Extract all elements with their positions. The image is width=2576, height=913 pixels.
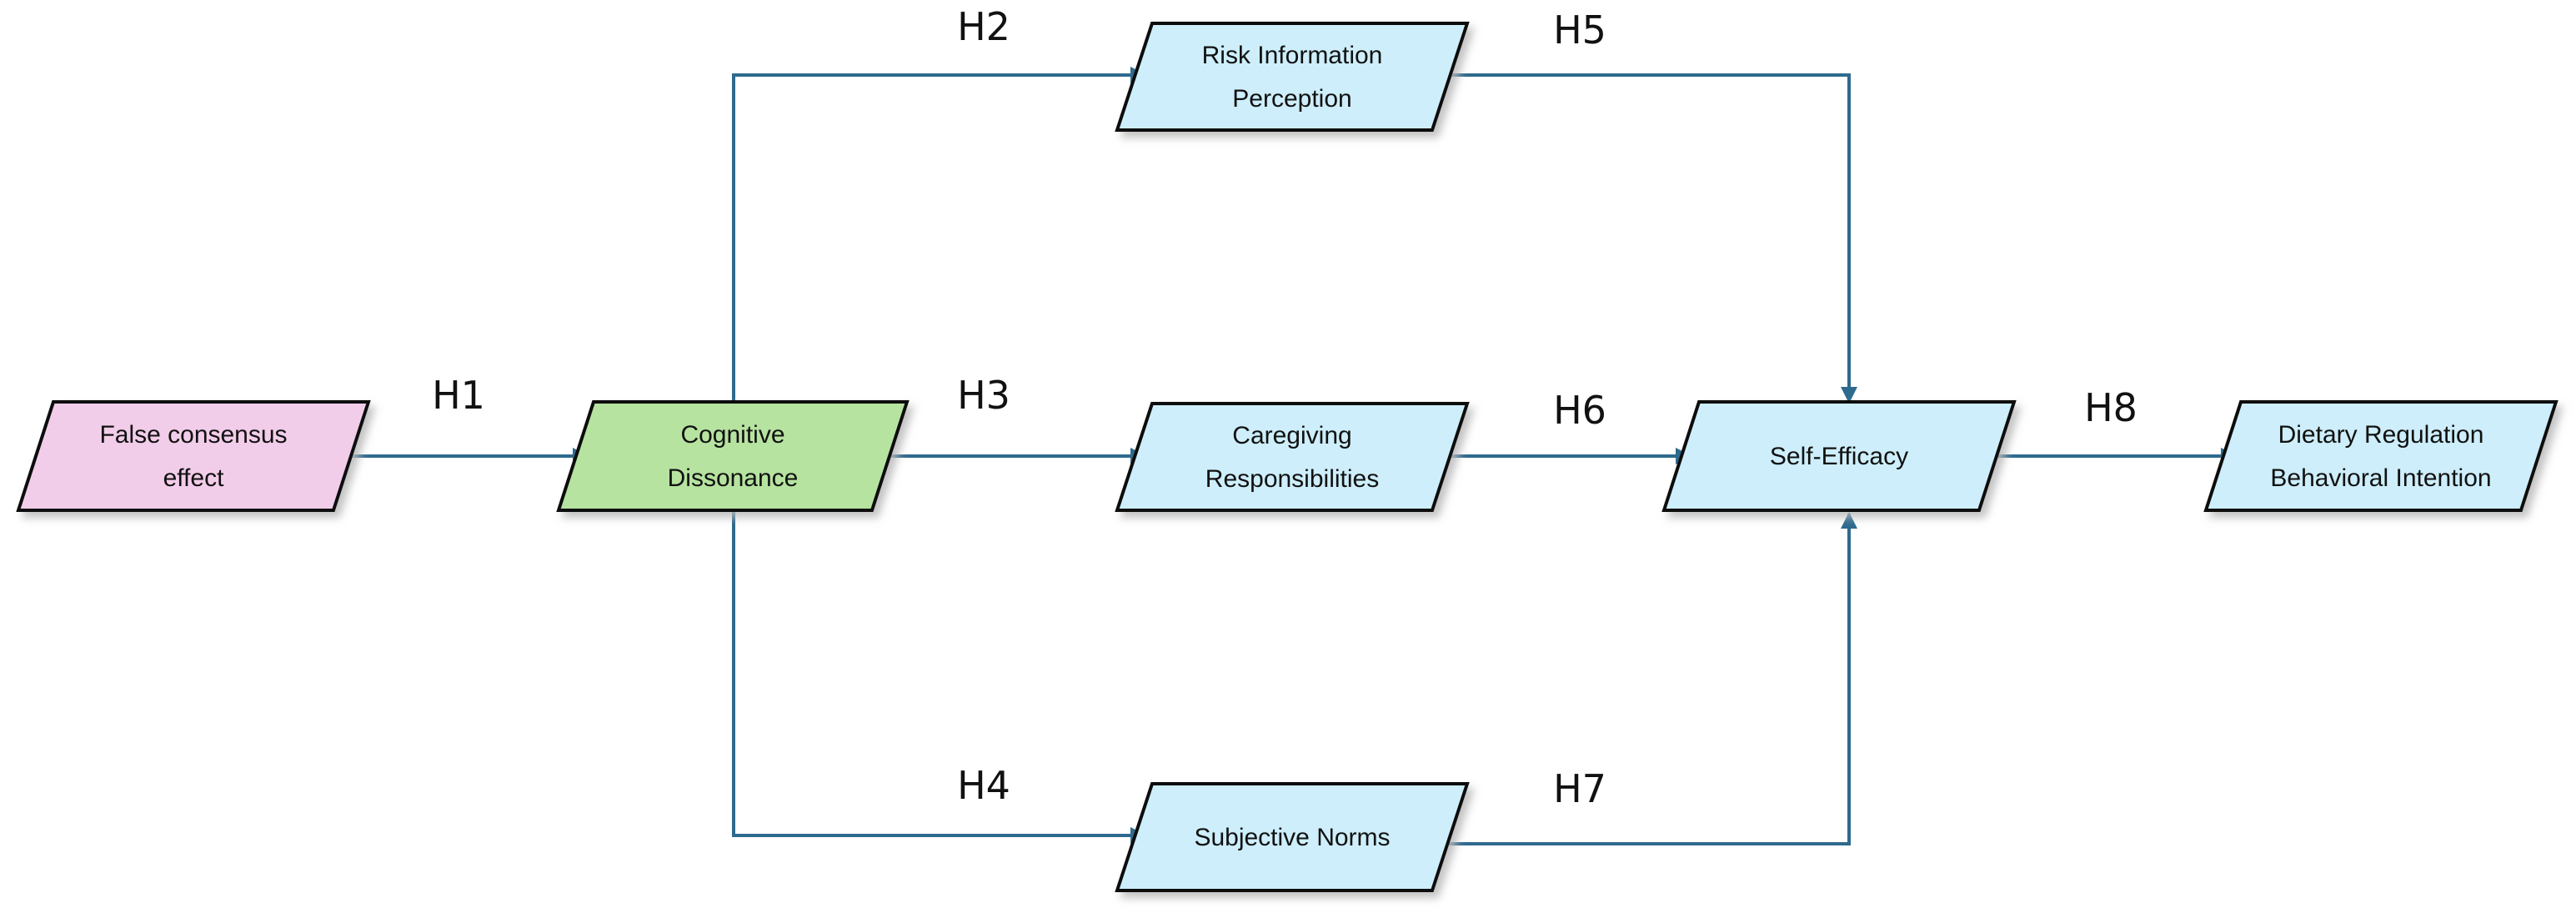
hypothesis-label-h1: H1	[432, 373, 485, 418]
node-subjective-norms: Subjective Norms	[1115, 782, 1470, 892]
node-label-line: Perception	[1232, 85, 1351, 113]
edge-h5-arrow	[1437, 73, 1857, 404]
hypothesis-label-h4: H4	[957, 763, 1010, 808]
hypothesis-label-h5: H5	[1553, 8, 1606, 53]
node-label-line: False consensus	[99, 421, 287, 449]
node-label-line: Risk Information	[1202, 42, 1383, 69]
node-shape	[1115, 782, 1470, 892]
node-label-line: Self-Efficacy	[1770, 443, 1908, 470]
edges	[338, 67, 2238, 845]
edge-h7-arrow	[1437, 512, 1857, 845]
node-label-line: Responsibilities	[1205, 465, 1379, 493]
node-label-line: Subjective Norms	[1194, 824, 1390, 851]
node-false-consensus: False consensus effect	[16, 400, 371, 512]
node-label-line: effect	[163, 464, 224, 492]
node-label-line: Caregiving	[1232, 422, 1351, 449]
nodes: False consensus effect CognitiveDissonance…	[16, 22, 2558, 892]
node-shape	[1115, 402, 1470, 512]
hypothesis-label-h2: H2	[957, 4, 1010, 49]
node-label-line: Behavioral Intention	[2270, 464, 2491, 492]
node-shape	[556, 400, 910, 512]
node-label-line: Dietary Regulation	[2278, 421, 2484, 449]
hypothesis-label-h8: H8	[2084, 385, 2137, 430]
node-self-efficacy: Self-Efficacy	[1661, 400, 2017, 512]
node-shape	[1115, 22, 1470, 132]
hypothesis-label-h7: H7	[1553, 766, 1606, 811]
node-shape	[16, 400, 371, 512]
edge-h2-arrow	[732, 67, 1147, 402]
edge-h4-arrow	[732, 510, 1147, 844]
node-shape	[2203, 400, 2558, 512]
hypothesis-label-h3: H3	[957, 373, 1010, 418]
hypothesis-label-h6: H6	[1553, 388, 1606, 433]
node-label-line: Dissonance	[668, 464, 799, 492]
node-label-line: Cognitive	[680, 421, 784, 449]
node-shape	[1661, 400, 2017, 512]
